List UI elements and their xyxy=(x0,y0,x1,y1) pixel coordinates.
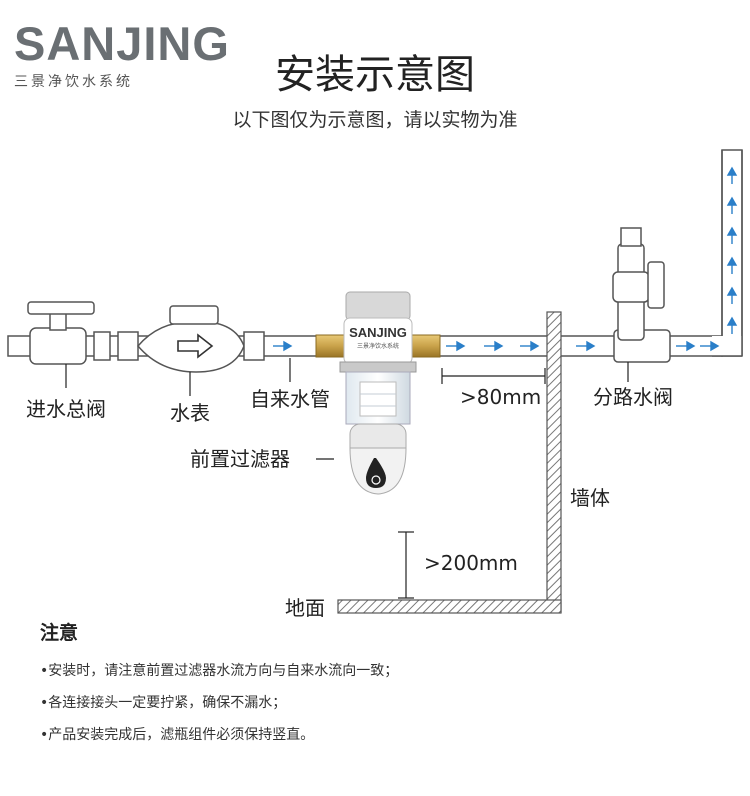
distance-floor-dimension xyxy=(398,531,414,599)
branch-valve xyxy=(612,227,671,363)
pre-filter: SANJING 三景净饮水系统 xyxy=(315,291,441,495)
flow-arrows xyxy=(273,340,720,352)
filter-brand-sub: 三景净饮水系统 xyxy=(357,342,399,350)
filter-brand: SANJING xyxy=(349,325,407,340)
page-subtitle: 以下图仅为示意图，请以实物为准 xyxy=(232,109,518,131)
note-item: •产品安装完成后，滤瓶组件必须保持竖直。 xyxy=(40,727,315,743)
riser-flow-arrows xyxy=(726,166,738,334)
label-water-meter: 水表 xyxy=(170,401,210,425)
label-distance-floor: >200mm xyxy=(424,551,518,575)
arrow-up-icon xyxy=(726,226,738,244)
meter-arrow-icon xyxy=(177,333,214,359)
main-valve xyxy=(27,301,111,365)
arrow-right-icon xyxy=(676,340,696,352)
notes-title: 注意 xyxy=(40,622,79,644)
arrow-right-icon xyxy=(273,340,293,352)
label-distance-wall: >80mm xyxy=(460,385,541,409)
arrow-right-icon xyxy=(520,340,540,352)
arrow-up-icon xyxy=(726,166,738,184)
riser-pipe xyxy=(712,149,743,357)
label-pre-filter: 前置过滤器 xyxy=(190,447,290,471)
page-title: 安装示意图 xyxy=(275,52,475,98)
water-drop-icon xyxy=(366,458,386,488)
label-branch-valve: 分路水阀 xyxy=(593,385,673,409)
brand-subtitle: 三景净饮水系统 xyxy=(14,74,133,90)
note-item: •各连接接头一定要拧紧，确保不漏水； xyxy=(40,695,287,711)
arrow-up-icon xyxy=(726,286,738,304)
label-floor: 地面 xyxy=(285,596,325,620)
arrow-up-icon xyxy=(726,316,738,334)
wall xyxy=(546,311,562,613)
note-item: •安装时，请注意前置过滤器水流方向与自来水流向一致； xyxy=(40,663,399,679)
floor xyxy=(337,599,562,614)
label-wall: 墙体 xyxy=(570,486,610,510)
arrow-right-icon xyxy=(576,340,596,352)
distance-wall-dimension xyxy=(441,368,546,384)
brand-name: SANJING xyxy=(14,17,230,70)
brand-logo: SANJING 三景净饮水系统 xyxy=(14,17,230,91)
arrow-right-icon xyxy=(484,340,504,352)
notes-section: 注意 •安装时，请注意前置过滤器水流方向与自来水流向一致； •各连接接头一定要拧… xyxy=(40,618,720,751)
arrow-right-icon xyxy=(446,340,466,352)
label-main-valve: 进水总阀 xyxy=(26,397,106,421)
water-meter xyxy=(117,305,265,373)
arrow-up-icon xyxy=(726,196,738,214)
arrow-up-icon xyxy=(726,256,738,274)
arrow-right-icon xyxy=(700,340,720,352)
label-tap-pipe: 自来水管 xyxy=(250,387,330,411)
